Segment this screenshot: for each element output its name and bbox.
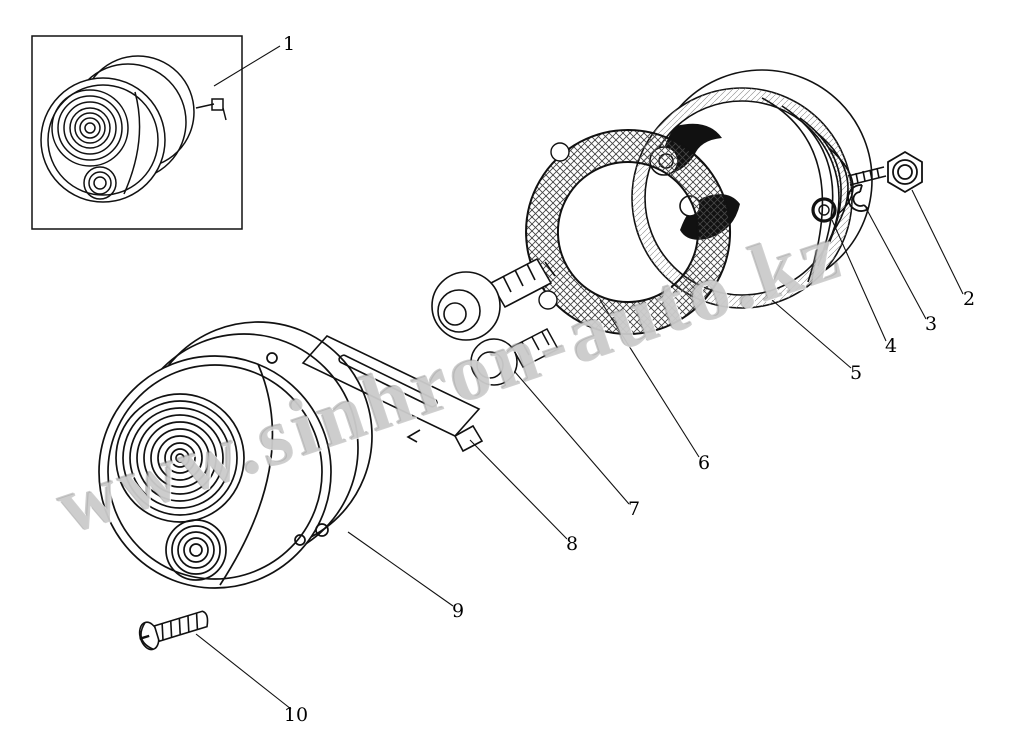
callout-5: 5 <box>850 362 862 384</box>
bulb-small-globe <box>470 338 518 386</box>
callout-line-1 <box>213 45 281 87</box>
callout-line-9 <box>347 531 454 607</box>
lamp-housing <box>631 69 887 309</box>
bulb-large <box>431 257 556 341</box>
callout-line-5 <box>771 299 852 369</box>
callout-10: 10 <box>284 704 308 726</box>
plate-outline <box>301 335 481 437</box>
bulb-large-globe <box>431 271 501 341</box>
terminal-stud <box>847 166 885 177</box>
housing-inner-rim <box>644 100 840 296</box>
assembled-lamp-inset <box>31 35 243 230</box>
callout-line-10 <box>195 633 292 710</box>
callout-3: 3 <box>925 313 937 335</box>
nut <box>887 150 923 194</box>
gasket-hole-bottom <box>538 290 558 310</box>
lens-assembly <box>98 321 373 589</box>
callout-lines <box>195 45 964 710</box>
bulb-small-base <box>510 327 560 369</box>
callout-9: 9 <box>452 600 464 622</box>
callout-4: 4 <box>885 335 897 357</box>
spring-washer <box>847 184 869 212</box>
spring-washer-outer <box>847 184 869 212</box>
plate-tab <box>453 424 484 453</box>
lens-mount-tab <box>315 523 329 537</box>
callout-1: 1 <box>283 33 295 55</box>
inset-terminal <box>195 103 215 109</box>
screw-slot <box>139 634 150 640</box>
flat-washer-ring <box>811 197 837 223</box>
gasket-hole-top <box>550 142 570 162</box>
callout-line-7 <box>514 371 630 505</box>
mounting-plate <box>301 335 484 453</box>
callout-numbers: 1 2 3 4 5 6 7 8 9 10 <box>283 33 975 726</box>
callout-8: 8 <box>566 533 578 555</box>
flat-washer <box>811 197 837 223</box>
screw <box>138 610 209 651</box>
bulb-small <box>470 327 560 386</box>
gasket-ring <box>525 129 732 335</box>
lens-rim-screw-top <box>266 352 278 364</box>
callout-line-6 <box>599 299 700 458</box>
nut-hex <box>887 150 923 194</box>
plate-slot <box>339 361 433 408</box>
callout-7: 7 <box>628 498 640 520</box>
screw-shank <box>153 610 209 643</box>
callout-line-3 <box>865 207 927 320</box>
lens-sector-line <box>219 363 274 586</box>
callout-line-2 <box>911 189 964 295</box>
lens-rim-screw <box>294 534 306 546</box>
callout-line-4 <box>831 219 887 342</box>
callout-6: 6 <box>698 452 710 474</box>
gasket <box>525 129 732 335</box>
lens-front-face <box>98 355 332 589</box>
callout-2: 2 <box>963 288 975 310</box>
callout-line-8 <box>469 439 568 540</box>
